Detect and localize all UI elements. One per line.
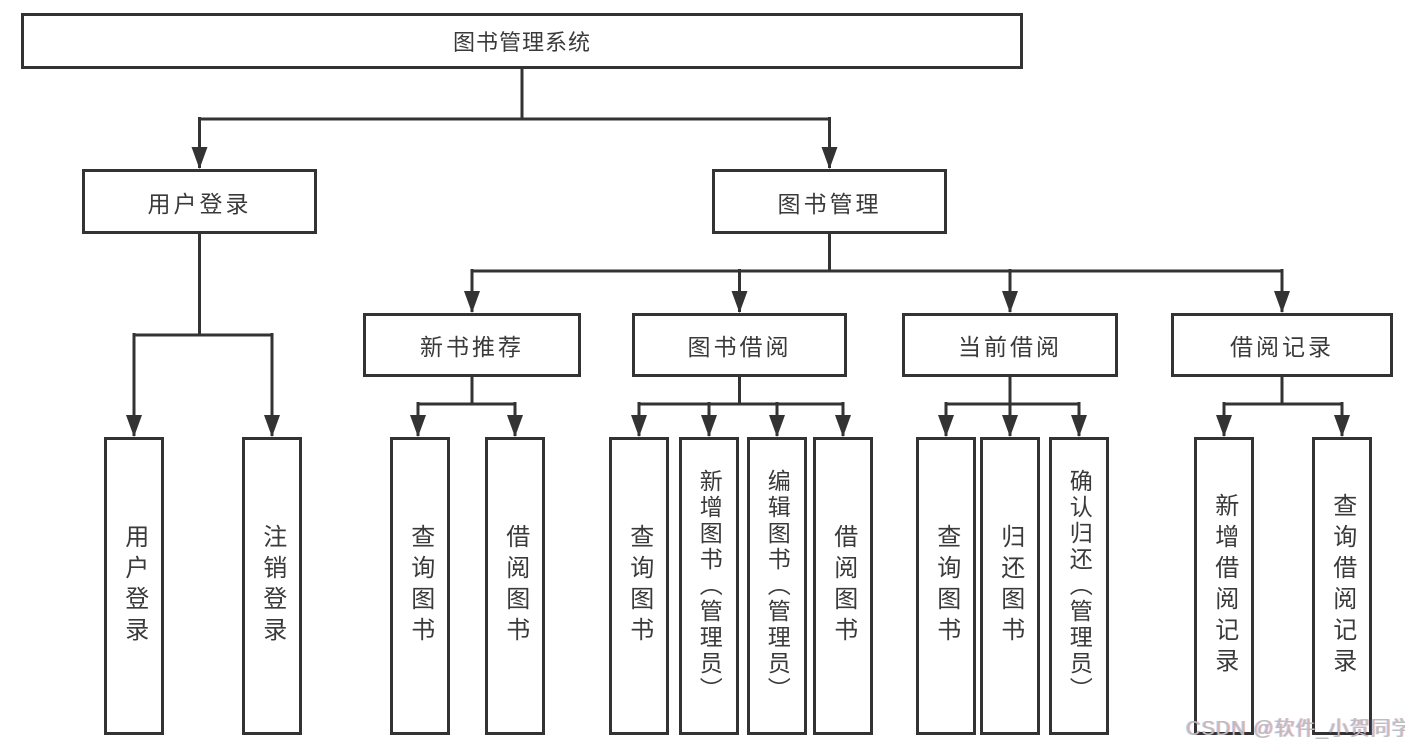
node-book-borrowing: 图书借阅 [632,313,847,377]
node-current-borrowing: 当前借阅 [902,313,1118,377]
node-user-login: 用户登录 [82,169,317,234]
connector-user-login-split [134,234,272,337]
leaf-nb-borrow-books: 借阅图书 [485,437,545,735]
connector-book-management-split [472,234,1282,273]
connector-root-split [199,69,830,121]
leaf-nb-query-books: 查询图书 [390,437,450,735]
leaf-bb-query-books: 查询图书 [609,437,669,735]
connector-new-book-rec-split [418,377,515,406]
leaf-bb-edit-books-admin: 编辑图书（管理员） [747,437,807,735]
connector-borrowing-records-split [1224,377,1342,406]
node-book-management: 图书管理 [712,169,947,234]
node-borrowing-records: 借阅记录 [1171,313,1393,377]
leaf-br-add-record: 新增借阅记录 [1194,437,1254,735]
leaf-logout: 注销登录 [242,437,302,735]
node-new-book-recommendation: 新书推荐 [363,313,581,377]
leaf-user-login: 用户登录 [104,437,164,735]
leaf-bb-add-books-admin: 新增图书（管理员） [679,437,739,735]
leaf-cb-confirm-return-admin: 确认归还（管理员） [1049,437,1109,735]
connector-current-borrowing-split [946,377,1079,406]
node-library-management-system: 图书管理系统 [21,13,1023,69]
leaf-br-query-record: 查询借阅记录 [1312,437,1372,735]
leaf-cb-return-books: 归还图书 [980,437,1040,735]
leaf-cb-query-books: 查询图书 [916,437,976,735]
connector-book-borrowing-split [639,377,843,406]
leaf-bb-borrow-books: 借阅图书 [813,437,873,735]
